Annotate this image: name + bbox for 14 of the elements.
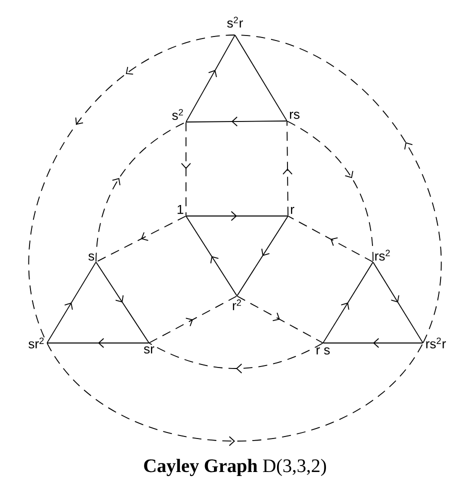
caption: Cayley Graph D(3,3,2) (144, 458, 326, 476)
vertex-label: s (88, 254, 94, 261)
vertex-label: sr (144, 346, 154, 354)
vertex-label: s$^{2}$ (172, 109, 183, 120)
vertex-label: r (290, 206, 294, 214)
vertex-label: r s (316, 347, 330, 355)
vertex-label: s$^{2}$r (227, 16, 243, 28)
vertex-label: rs$^{2}$r (426, 338, 446, 348)
vertex-label: sr$^{2}$ (28, 338, 44, 348)
vertex-label: 1 (178, 204, 184, 214)
line (234, 34, 288, 122)
vertex-label: r$^{2}$ (232, 299, 241, 310)
vertex-label: rs$^{2}$ (375, 250, 390, 261)
vertex-label: rs (290, 112, 300, 119)
